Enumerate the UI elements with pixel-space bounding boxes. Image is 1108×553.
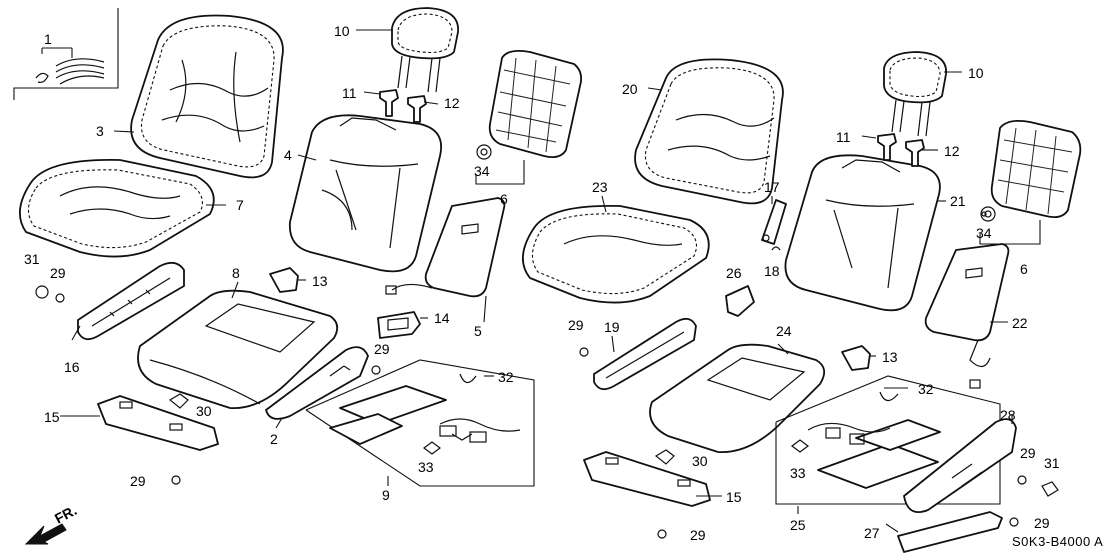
part-17-18-trim-clip <box>761 199 787 251</box>
callout-22: 22 <box>1012 315 1028 331</box>
callout-29: 29 <box>1020 445 1036 461</box>
part-10-headrest <box>391 7 459 93</box>
callout-24: 24 <box>776 323 792 339</box>
part-16-seat-rail <box>77 261 185 341</box>
callout-34: 34 <box>976 225 992 241</box>
callout-34: 34 <box>474 163 490 179</box>
callout-12: 12 <box>944 143 960 159</box>
front-direction-arrow <box>24 523 67 545</box>
part-9-seat-heater <box>305 359 535 487</box>
callout-10: 10 <box>968 65 984 81</box>
part-7-seat-cushion-cover <box>19 158 215 258</box>
callout-33: 33 <box>418 459 434 475</box>
part-21-seat-back <box>784 154 941 312</box>
callout-31: 31 <box>24 251 40 267</box>
part-13-bracket-right <box>841 345 871 371</box>
part-11-12-headrest-guides <box>379 89 427 123</box>
callout-19: 19 <box>604 319 620 335</box>
part-24-seat-pad <box>649 343 826 453</box>
callout-20: 20 <box>622 81 638 97</box>
callout-3: 3 <box>96 123 104 139</box>
fasteners-right <box>579 211 1059 539</box>
part-14-bracket <box>377 311 421 339</box>
part-26-cover <box>725 285 755 317</box>
callout-5: 5 <box>474 323 482 339</box>
callout-23: 23 <box>592 179 608 195</box>
callout-7: 7 <box>236 197 244 213</box>
callout-11: 11 <box>836 129 851 145</box>
callout-28: 28 <box>1000 407 1016 423</box>
callout-32: 32 <box>918 381 934 397</box>
callout-32: 32 <box>498 369 514 385</box>
callout-1: 1 <box>44 31 52 47</box>
part-1-clip-spring <box>13 8 119 100</box>
callout-25: 25 <box>790 517 806 533</box>
callout-12: 12 <box>444 95 460 111</box>
leader-lines <box>60 29 1041 533</box>
callout-16: 16 <box>64 359 80 375</box>
direction-label: FR. <box>52 502 79 527</box>
part-5-back-panel <box>385 197 506 298</box>
callout-9: 9 <box>382 487 390 503</box>
part-27-foot-cover <box>897 511 1003 553</box>
part-2-side-trim <box>265 346 369 420</box>
callout-29: 29 <box>374 341 390 357</box>
callout-27: 27 <box>864 525 880 541</box>
part-22-back-panel <box>924 243 1010 389</box>
callout-33: 33 <box>790 465 806 481</box>
fasteners-left <box>35 285 441 485</box>
part-23-seat-cushion-cover <box>522 204 710 304</box>
part-28-side-trim <box>903 418 1017 514</box>
callout-15: 15 <box>44 409 60 425</box>
callout-14: 14 <box>434 310 450 326</box>
part-6-seat-back-frame <box>476 49 583 160</box>
part-6-seat-back-frame-right <box>980 119 1082 222</box>
callout-8: 8 <box>232 265 240 281</box>
part-20-seat-back-cover <box>634 58 784 205</box>
callout-31: 31 <box>1044 455 1060 471</box>
part-19-seat-rail <box>593 317 697 391</box>
callout-13: 13 <box>882 349 898 365</box>
part-3-seat-back-cover <box>130 14 284 179</box>
part-8-seat-pad <box>137 289 339 409</box>
diagram-code: S0K3-B4000 A <box>1012 534 1103 549</box>
callout-6: 6 <box>1020 261 1028 277</box>
part-11-12-headrest-guides-right <box>877 133 925 167</box>
part-4-seat-back <box>288 114 442 273</box>
callout-29: 29 <box>568 317 584 333</box>
callout-labels: 1 2 3 4 5 6 6 7 8 9 10 10 11 11 12 12 13… <box>24 23 1103 549</box>
part-15-front-cover-right <box>583 451 711 507</box>
callout-26: 26 <box>726 265 742 281</box>
callout-30: 30 <box>196 403 212 419</box>
callout-29: 29 <box>130 473 146 489</box>
callout-29: 29 <box>1034 515 1050 531</box>
callout-30: 30 <box>692 453 708 469</box>
callout-11: 11 <box>342 85 357 101</box>
callout-13: 13 <box>312 273 328 289</box>
callout-29: 29 <box>690 527 706 543</box>
callout-29: 29 <box>50 265 66 281</box>
part-13-bracket <box>269 267 299 293</box>
callout-21: 21 <box>950 193 966 209</box>
callout-15: 15 <box>726 489 742 505</box>
callout-4: 4 <box>284 147 292 163</box>
callout-10: 10 <box>334 23 350 39</box>
callout-6: 6 <box>500 191 508 207</box>
part-15-front-cover <box>97 395 219 451</box>
callout-2: 2 <box>270 431 278 447</box>
part-10-headrest-right <box>883 51 947 137</box>
callout-18: 18 <box>764 263 780 279</box>
part-25-seat-heater <box>775 375 1001 505</box>
callout-17: 17 <box>764 179 780 195</box>
